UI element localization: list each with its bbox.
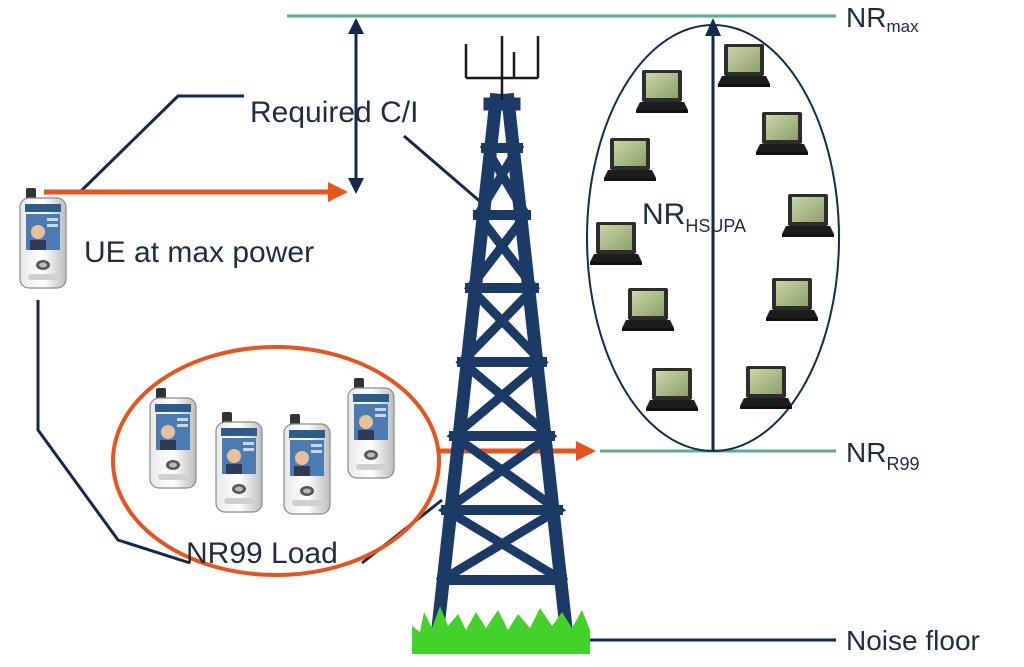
grass: [412, 606, 590, 654]
laptop-icon: [622, 288, 674, 331]
nr99-load-label: NR99 Load: [186, 537, 338, 570]
required-ci-arrow-bottom-head: [348, 178, 364, 194]
mobile-phone-icon: [215, 411, 263, 513]
cell-tower-icon: [430, 92, 574, 636]
required-ci-leader-right: [403, 134, 491, 212]
nr99-load-ellipse: [111, 345, 441, 577]
mobile-phone-icon: [19, 187, 67, 289]
mobile-phone-icon: [283, 413, 331, 515]
nr-hsupa-label: NRHSUPA: [642, 198, 746, 236]
laptop-icon: [646, 368, 698, 411]
nr-hsupa-arrow-head: [705, 18, 721, 36]
required-ci-arrow-top-head: [348, 18, 364, 34]
laptop-icon: [636, 70, 688, 113]
laptop-icon: [782, 194, 834, 237]
required-ci-label: Required C/I: [250, 96, 418, 129]
laptop-icon: [718, 44, 770, 87]
ue-max-power-label: UE at max power: [84, 236, 314, 269]
noise-floor-label: Noise floor: [846, 625, 980, 656]
mobile-phone-icon: [149, 387, 197, 489]
nr-max-label: NRmax: [846, 2, 919, 36]
laptop-icon: [604, 138, 656, 181]
laptop-icon: [756, 112, 808, 155]
laptop-icon: [740, 366, 792, 409]
laptop-icon: [766, 278, 818, 321]
laptop-icon: [590, 222, 642, 265]
antenna-icon: [464, 36, 540, 100]
nr-r99-label: NRR99: [846, 437, 919, 474]
required-ci-leader: [78, 94, 244, 194]
mobile-phone-icon: [347, 377, 395, 479]
nr99-leader: [36, 300, 191, 565]
